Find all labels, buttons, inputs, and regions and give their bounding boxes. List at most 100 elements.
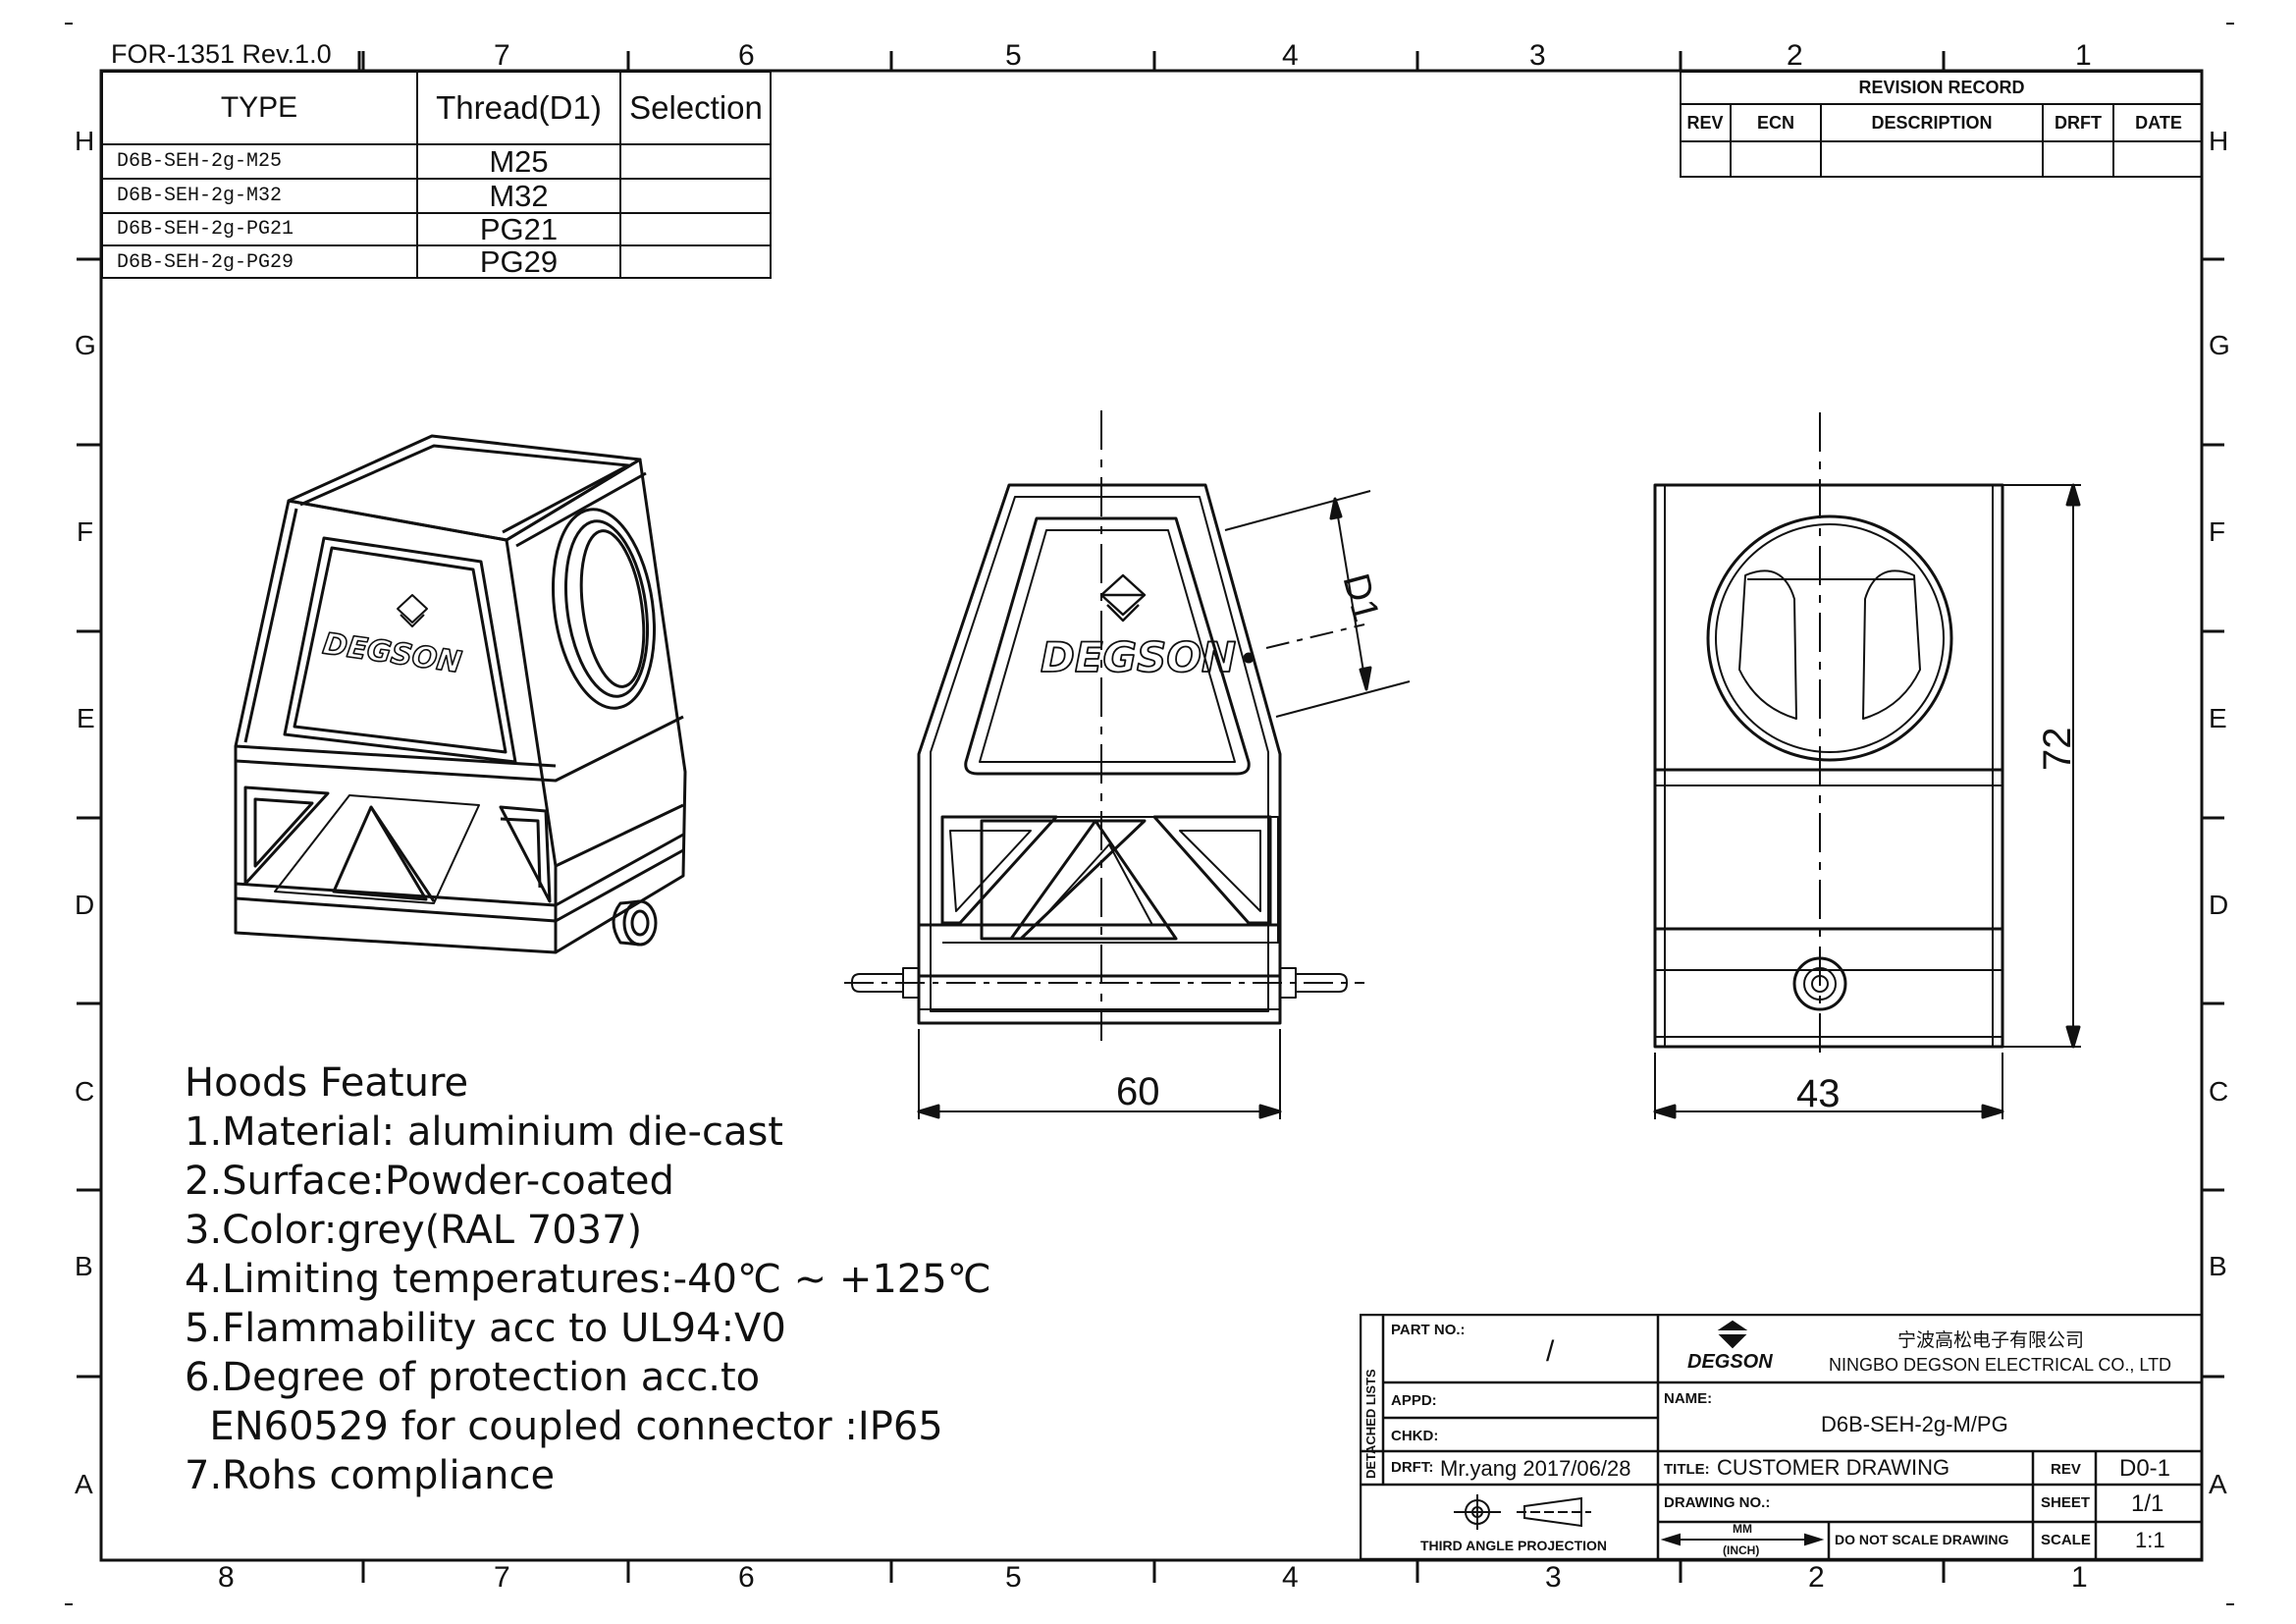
selection-row-4[interactable] (620, 245, 772, 279)
thread-row-3: PG21 (479, 211, 559, 246)
selection-row-3[interactable] (620, 213, 772, 245)
zone-col-5-bottom: 5 (1005, 1561, 1022, 1594)
title-block-grid (1360, 1314, 2204, 1561)
zone-col-6-top: 6 (738, 39, 755, 72)
zone-col-3-bottom: 3 (1545, 1561, 1562, 1594)
dim-height-label: 72 (2036, 727, 2079, 772)
type-table-grid (101, 71, 772, 279)
revision-title: REVISION RECORD (1858, 77, 2025, 97)
zone-col-3-top: 3 (1529, 39, 1546, 72)
name-value: D6B-SEH-2g-M/PG (1821, 1412, 2008, 1436)
form-reference: FOR-1351 Rev.1.0 (111, 39, 332, 69)
title-label: TITLE: (1664, 1461, 1710, 1478)
type-row-4: D6B-SEH-2g-PG29 (117, 250, 294, 274)
chkd-label: CHKD: (1391, 1428, 1439, 1444)
title-block: PART NO.: / DETACHED LISTS APPD: CHKD: D… (1360, 1314, 2204, 1561)
company-name-en: NINGBO DEGSON ELECTRICAL CO., LTD (1829, 1355, 2172, 1375)
iso-brand-mark: DEGSON (321, 626, 464, 679)
scale-value: 1:1 (2135, 1528, 2165, 1552)
zone-row-c-left: C (75, 1076, 95, 1107)
company-name-cn: 宁波高松电子有限公司 (1897, 1330, 2085, 1351)
zone-col-1-bottom: 1 (2071, 1561, 2088, 1594)
feature-item-5: 5.Flammability acc to UL94:V0 (185, 1306, 786, 1351)
zone-col-4-bottom: 4 (1282, 1561, 1299, 1594)
zone-col-2-bottom: 2 (1808, 1561, 1825, 1594)
dim-depth-label: 43 (1796, 1072, 1841, 1115)
type-table: TYPE Thread(D1) Selection D6B-SEH-2g-M25… (101, 71, 772, 279)
feature-item-4: 4.Limiting temperatures:-40℃ ~ +125℃ (185, 1257, 991, 1302)
isometric-view: DEGSON (234, 434, 687, 954)
front-view: DEGSON (844, 410, 1411, 1119)
zone-row-d-right: D (2209, 890, 2229, 920)
thread-row-4: PG29 (479, 244, 559, 279)
feature-item-7: 7.Rohs compliance (185, 1453, 556, 1498)
front-brand-mark: DEGSON (1041, 633, 1236, 681)
zone-row-f-right: F (2209, 516, 2226, 547)
type-row-3: D6B-SEH-2g-PG21 (117, 218, 294, 241)
type-row-2: D6B-SEH-2g-M32 (117, 185, 283, 207)
rev-value: D0-1 (2119, 1455, 2171, 1482)
thread-row-2: M32 (489, 178, 549, 213)
part-no-value: / (1546, 1335, 1555, 1368)
features-title: Hoods Feature (185, 1060, 469, 1106)
units-mm: MM (1733, 1522, 1752, 1536)
zone-row-b-left: B (75, 1251, 93, 1281)
no-scale-note: DO NOT SCALE DRAWING (1835, 1532, 2009, 1547)
dim-width-label: 60 (1116, 1070, 1160, 1113)
type-row-1: D6B-SEH-2g-M25 (117, 150, 283, 173)
zone-col-7-bottom: 7 (494, 1561, 510, 1594)
appd-label: APPD: (1391, 1392, 1437, 1409)
scale-label: SCALE (2041, 1532, 2091, 1548)
title-value: CUSTOMER DRAWING (1717, 1455, 1950, 1480)
zone-col-7-top: 7 (494, 39, 510, 72)
zone-row-a-right: A (2209, 1469, 2227, 1499)
sheet-value: 1/1 (2131, 1490, 2164, 1517)
feature-item-1: 1.Material: aluminium die-cast (185, 1110, 783, 1155)
name-label: NAME: (1664, 1390, 1713, 1407)
drft-label: DRFT: (1391, 1459, 1434, 1476)
company-logo-text: DEGSON (1687, 1351, 1773, 1373)
revision-grid (1680, 71, 2203, 178)
selection-header: Selection (629, 88, 763, 126)
type-header: TYPE (220, 90, 298, 124)
zone-col-6-bottom: 6 (738, 1561, 755, 1594)
selection-row-1[interactable] (620, 144, 772, 179)
feature-item-2: 2.Surface:Powder-coated (185, 1159, 674, 1204)
selection-row-2[interactable] (620, 179, 772, 213)
units-inch: (INCH) (1723, 1543, 1760, 1557)
zone-row-a-left: A (75, 1469, 93, 1499)
drft-value: Mr.yang 2017/06/28 (1440, 1456, 1631, 1481)
zone-col-4-top: 4 (1282, 39, 1299, 72)
detached-lists-label: DETACHED LISTS (1363, 1369, 1378, 1479)
side-view (1653, 412, 2081, 1119)
feature-item-6-cont: EN60529 for coupled connector :IP65 (185, 1404, 943, 1449)
zone-row-g-left: G (75, 330, 96, 360)
ecn-header: ECN (1756, 112, 1794, 133)
thread-header: Thread(D1) (436, 88, 602, 126)
feature-item-3: 3.Color:grey(RAL 7037) (185, 1208, 643, 1253)
rev-label: REV (2051, 1461, 2081, 1478)
zone-row-g-right: G (2209, 330, 2230, 360)
zone-row-h-left: H (75, 126, 95, 156)
zone-col-1-top: 1 (2075, 39, 2092, 72)
zone-col-2-top: 2 (1787, 39, 1803, 72)
drft-header: DRFT (2055, 112, 2102, 133)
rev-header: REV (1686, 112, 1724, 133)
feature-item-6: 6.Degree of protection acc.to (185, 1355, 761, 1400)
drawing-no-label: DRAWING NO.: (1664, 1494, 1771, 1511)
date-header: DATE (2135, 112, 2182, 133)
projection-label: THIRD ANGLE PROJECTION (1420, 1538, 1608, 1553)
description-header: DESCRIPTION (1871, 112, 1993, 133)
zone-row-h-right: H (2209, 126, 2229, 156)
zone-col-8-bottom: 8 (218, 1561, 235, 1594)
zone-row-c-right: C (2209, 1076, 2229, 1107)
zone-row-e-left: E (77, 703, 95, 733)
zone-row-f-left: F (77, 516, 94, 547)
zone-row-e-right: E (2209, 703, 2227, 733)
zone-row-d-left: D (75, 890, 95, 920)
zone-col-5-top: 5 (1005, 39, 1022, 72)
thread-row-1: M25 (489, 143, 549, 179)
zone-row-b-right: B (2209, 1251, 2227, 1281)
